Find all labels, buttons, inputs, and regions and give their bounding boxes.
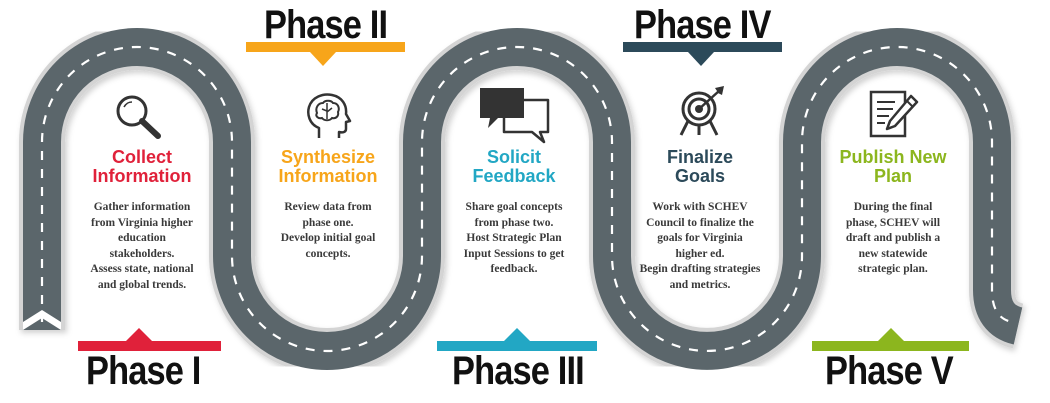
phase-1-text-line: stakeholders. bbox=[109, 247, 175, 260]
phase-1-title-line-2: Information bbox=[92, 166, 192, 186]
phase-5-text-line: During the final bbox=[853, 201, 933, 213]
phase-5-text-line: strategic plan. bbox=[858, 263, 928, 275]
phase-4-title-line-1: Finalize bbox=[666, 147, 733, 167]
phase-5-title-line-2: Plan bbox=[873, 166, 912, 186]
phase-3-text-line: feedback. bbox=[490, 263, 538, 275]
magnifier-icon bbox=[116, 95, 161, 139]
phase-3-text-line: Share goal concepts bbox=[465, 201, 563, 213]
phase-2-description: Review data from phase one. Develop init… bbox=[258, 200, 398, 262]
phase-2-banner bbox=[246, 42, 405, 66]
phase-4-text-line: higher ed. bbox=[675, 247, 725, 260]
phase-2-content: Synthesize Information Review data from … bbox=[258, 148, 398, 262]
target-icon bbox=[679, 86, 724, 136]
phase-3-title: Solicit Feedback bbox=[444, 148, 584, 186]
phase-1-title: Collect Information bbox=[72, 148, 212, 186]
phase-1-text-line: education bbox=[118, 232, 166, 244]
phase-4-title-line-2: Goals bbox=[674, 166, 726, 186]
road-start-chevron bbox=[23, 310, 61, 330]
phase-3-content: Solicit Feedback Share goal concepts fro… bbox=[444, 148, 584, 278]
phase-1-text-line: and global trends. bbox=[97, 278, 187, 291]
phase-2-text-line: Review data from bbox=[284, 201, 372, 213]
document-pen-icon bbox=[869, 90, 919, 138]
phase-2-title: Synthesize Information bbox=[258, 148, 398, 186]
phase-1-banner bbox=[78, 328, 221, 351]
phase-4-text-line: Council to finalize the bbox=[646, 216, 754, 229]
phase-5-text-line: draft and publish a bbox=[845, 232, 941, 244]
phase-2-label: Phase II bbox=[264, 3, 388, 47]
phase-4-banner bbox=[623, 42, 782, 66]
phase-3-banner bbox=[437, 328, 597, 351]
phase-3-label: Phase III bbox=[452, 349, 585, 393]
phase-2-text-line: concepts. bbox=[305, 247, 351, 260]
phase-1-text-line: Assess state, national bbox=[90, 263, 194, 275]
phase-2-text-line: Develop initial goal bbox=[280, 232, 376, 244]
phase-3-text-line: from phase two. bbox=[474, 216, 554, 229]
phase-5-text-line: new statewide bbox=[858, 247, 928, 260]
phase-3-title-line-1: Solicit bbox=[486, 147, 541, 167]
chat-bubbles-icon bbox=[480, 88, 550, 144]
phase-4-text-line: Begin drafting strategies bbox=[639, 263, 761, 275]
phase-2-title-line-1: Synthesize bbox=[280, 147, 376, 167]
phase-1-text-line: Gather information bbox=[93, 201, 191, 213]
phase-2-title-line-2: Information bbox=[278, 166, 378, 186]
phase-3-text-line: Input Sessions to get bbox=[463, 247, 565, 260]
phase-5-label: Phase V bbox=[825, 349, 954, 393]
phase-4-text-line: and metrics. bbox=[669, 278, 731, 291]
brain-head-icon bbox=[307, 93, 352, 138]
phase-5-title: Publish New Plan bbox=[818, 148, 968, 186]
phase-1-title-line-1: Collect bbox=[111, 147, 172, 167]
phase-5-description: During the final phase, SCHEV will draft… bbox=[818, 200, 968, 278]
phase-4-text-line: Work with SCHEV bbox=[652, 201, 748, 213]
phase-1-description: Gather information from Virginia higher … bbox=[72, 200, 212, 293]
phase-3-title-line-2: Feedback bbox=[472, 166, 556, 186]
phase-4-text-line: goals for Virginia bbox=[657, 232, 743, 244]
phase-3-description: Share goal concepts from phase two. Host… bbox=[444, 200, 584, 278]
phase-4-description: Work with SCHEV Council to finalize the … bbox=[625, 200, 775, 293]
phase-4-title: Finalize Goals bbox=[625, 148, 775, 186]
phase-4-label: Phase IV bbox=[634, 3, 771, 47]
phase-2-text-line: phase one. bbox=[302, 216, 354, 229]
phase-1-text-line: from Virginia higher bbox=[90, 216, 193, 229]
phase-3-text-line: Host Strategic Plan bbox=[466, 232, 562, 244]
phase-5-banner bbox=[812, 328, 969, 351]
phase-1-label: Phase I bbox=[86, 349, 201, 393]
road-lane-markings bbox=[40, 45, 1013, 353]
phase-5-title-line-1: Publish New bbox=[839, 147, 947, 167]
phase-4-content: Finalize Goals Work with SCHEV Council t… bbox=[625, 148, 775, 293]
phase-5-text-line: phase, SCHEV will bbox=[845, 216, 941, 229]
phase-1-content: Collect Information Gather information f… bbox=[72, 148, 212, 293]
phase-5-content: Publish New Plan During the final phase,… bbox=[818, 148, 968, 278]
